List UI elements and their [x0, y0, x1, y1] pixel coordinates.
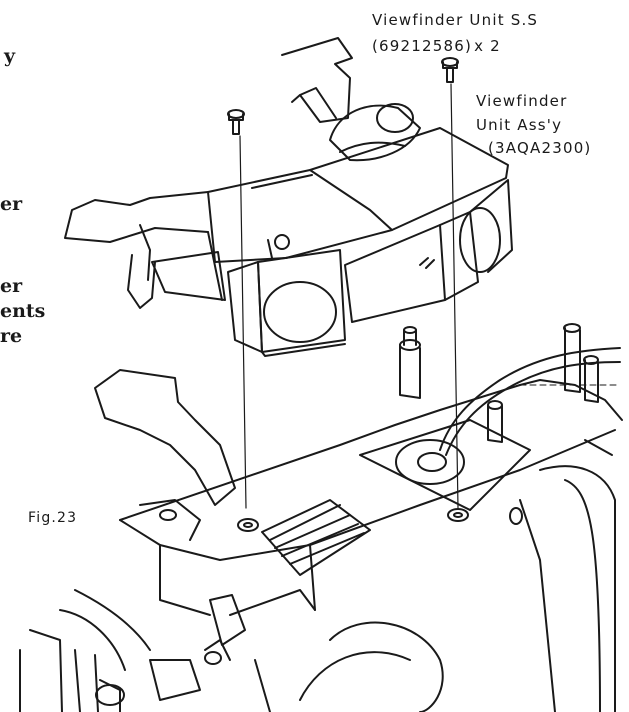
- left-text-fragment: er: [0, 275, 23, 297]
- assy-part-number: (3AQA2300): [488, 139, 592, 157]
- viewfinder-unit-assembly: [64, 37, 513, 357]
- assy-label-line2: Unit Ass'y: [476, 116, 563, 134]
- camera-body: [19, 323, 623, 712]
- screw-left: [227, 109, 245, 135]
- screw-axis-left: [239, 135, 247, 509]
- left-text-fragment: re: [0, 325, 23, 347]
- screw-axis-right: [450, 83, 459, 509]
- left-text-fragment: er: [0, 193, 23, 215]
- left-text-fragment: y: [4, 45, 16, 67]
- figure-caption: Fig.23: [28, 510, 78, 526]
- assy-label-line1: Viewfinder: [476, 92, 568, 110]
- left-text-fragment: ents: [0, 300, 46, 322]
- screw-part-number: (69212586)x 2: [372, 37, 501, 55]
- screw-title-label: Viewfinder Unit S.S: [372, 11, 539, 29]
- screw-right: [441, 57, 459, 83]
